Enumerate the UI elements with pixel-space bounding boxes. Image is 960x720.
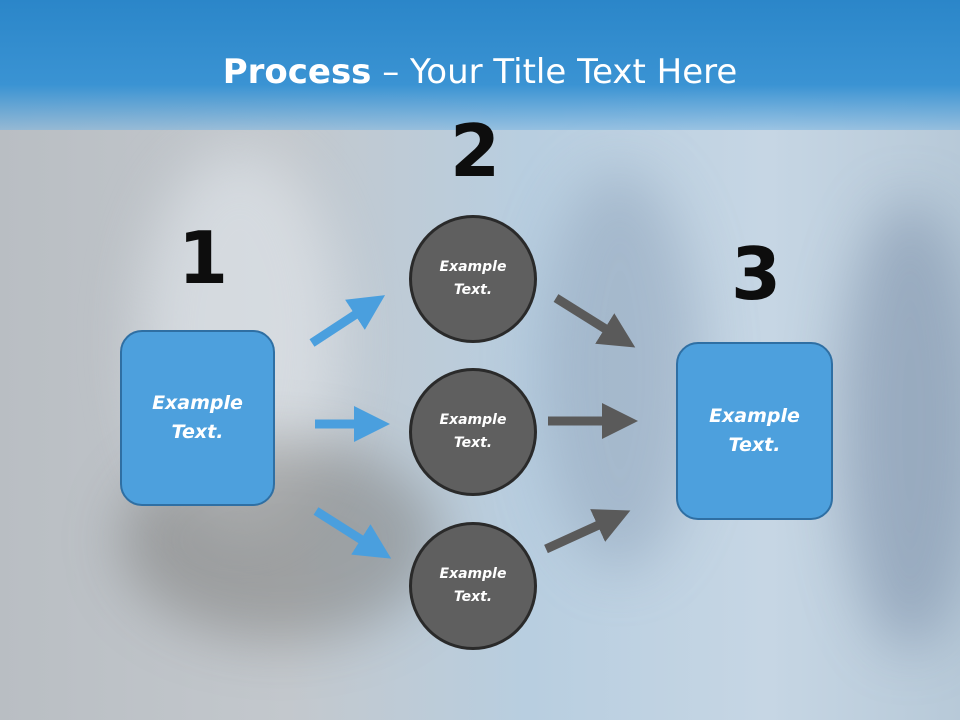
title-bold: Process: [222, 52, 372, 92]
circle-top: Example Text.: [409, 215, 537, 343]
step-number-2: 2: [450, 109, 501, 193]
title-rest: – Your Title Text Here: [371, 52, 738, 92]
page-title: Process – Your Title Text Here: [0, 52, 960, 92]
left-process-box: Example Text.: [120, 330, 275, 506]
circle-middle-text: Example Text.: [439, 412, 507, 451]
arrow-gray-up: [544, 509, 631, 554]
person-blur: [540, 170, 700, 570]
arrow-gray-down: [553, 294, 636, 348]
arrow-blue-down: [313, 507, 392, 559]
right-box-text: Example Text.: [709, 405, 800, 456]
circle-bottom: Example Text.: [409, 522, 537, 650]
circle-top-text: Example Text.: [439, 259, 507, 298]
title-bar: [0, 0, 960, 130]
step-number-1: 1: [178, 216, 229, 300]
arrow-blue-up: [309, 295, 386, 347]
person-blur-right: [840, 200, 960, 650]
step-number-3: 3: [731, 232, 782, 316]
circle-bottom-text: Example Text.: [439, 566, 507, 605]
right-process-box: Example Text.: [676, 342, 833, 520]
left-box-text: Example Text.: [152, 392, 243, 443]
circle-middle: Example Text.: [409, 368, 537, 496]
